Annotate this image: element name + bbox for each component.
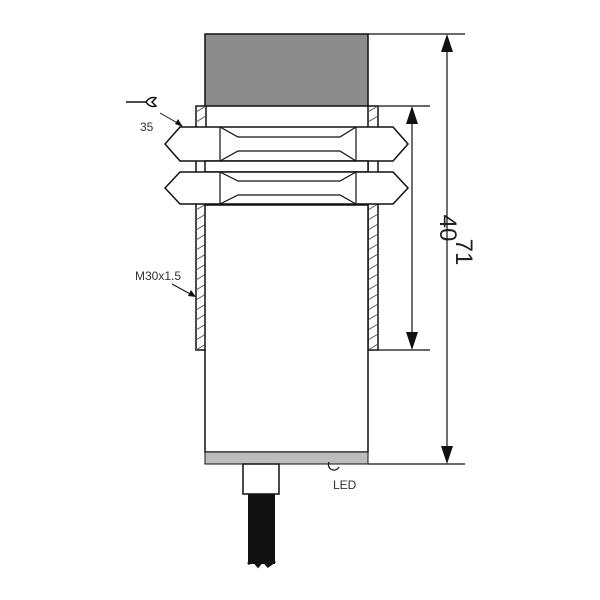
dimension-71-arrow-bottom <box>441 446 453 464</box>
dimension-40-arrow-bottom <box>406 332 418 350</box>
hex-nut-upper <box>163 126 410 162</box>
dimension-71-label: 71 <box>450 239 477 266</box>
led-band <box>204 451 369 465</box>
wrench-leader-arrow <box>175 119 183 127</box>
hex-nut-lower <box>163 171 410 205</box>
thread-label: M30x1.5 <box>135 269 181 283</box>
wrench-size-label: 35 <box>140 120 154 134</box>
led-indicator <box>327 461 340 471</box>
nut-spacer <box>204 160 369 173</box>
dimension-71-arrow-top <box>441 34 453 52</box>
sensor-body <box>204 204 369 453</box>
dimension-40-arrow-top <box>406 106 418 124</box>
wrench-icon <box>126 96 158 108</box>
sensor-cap <box>204 33 369 107</box>
dimension-40 <box>378 105 430 351</box>
cable <box>242 463 280 569</box>
dimension-71 <box>368 33 465 465</box>
thread-right <box>367 105 379 351</box>
led-label: LED <box>333 478 357 492</box>
thread-leader-arrow <box>188 290 196 297</box>
